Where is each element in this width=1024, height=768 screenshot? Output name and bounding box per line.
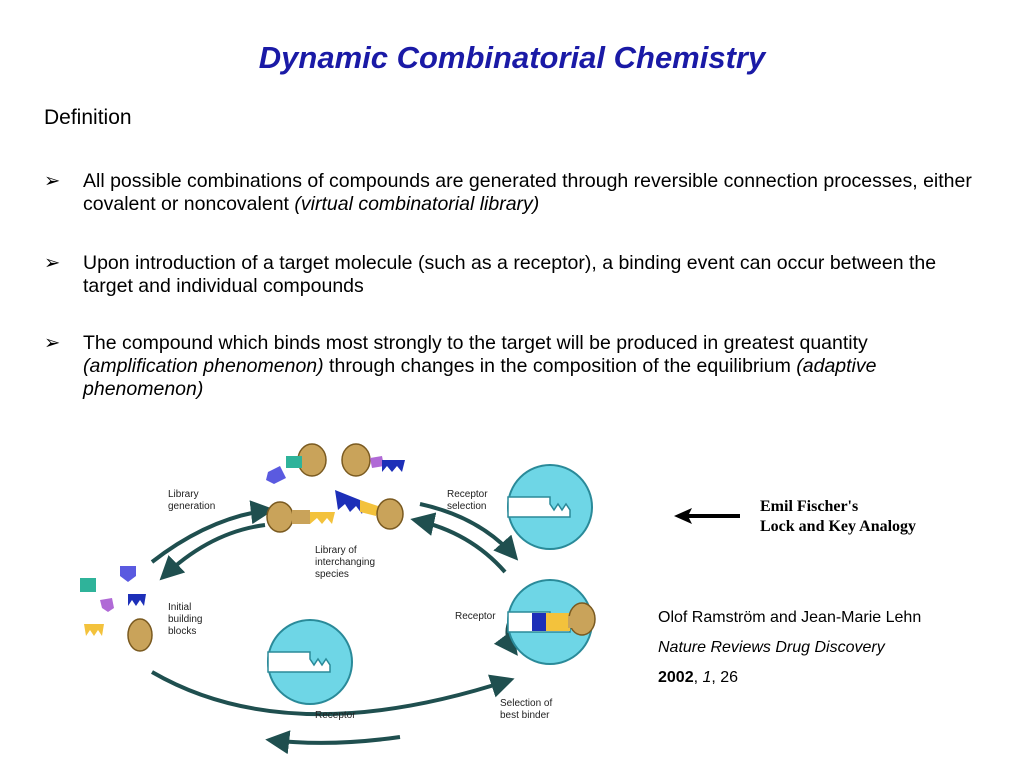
label-best-binder: best binder (500, 710, 550, 721)
label-receptor-selection: selection (447, 501, 486, 512)
arrow-bottom-right (150, 670, 515, 717)
citation-page: 26 (720, 669, 739, 686)
bullet-text-plain: The compound which binds most strongly t… (83, 332, 868, 354)
label-best-binder: Selection of (500, 698, 552, 709)
citation: Olof Ramström and Jean-Marie Lehn Nature… (658, 603, 921, 693)
bullet-arrow-icon: ➢ (44, 170, 61, 192)
bullet-text-italic: (amplification phenomenon) (83, 355, 324, 377)
label-receptor-right: Receptor (455, 611, 496, 622)
label-initial-blocks: building (168, 614, 202, 625)
arrow-left-up (150, 500, 275, 564)
arrow-right-down (419, 502, 519, 561)
arrow-right-up (410, 512, 507, 574)
bullet-arrow-icon: ➢ (44, 332, 61, 354)
citation-separator: , (711, 669, 721, 686)
receptor-with-key (507, 579, 596, 665)
bullet-text-italic: (adaptive phenomenon) (83, 355, 877, 400)
bullet-text-plain: through changes in the composition of th… (323, 355, 797, 377)
citation-journal: Nature Reviews Drug Discovery (658, 633, 921, 663)
label-receptor-bottom: Receptor (315, 710, 356, 721)
label-initial-blocks: blocks (168, 626, 196, 637)
citation-volume: 1 (702, 669, 712, 686)
citation-reference: 2002, 1, 26 (658, 663, 921, 693)
annotation-line: Lock and Key Analogy (760, 518, 917, 535)
dcl-cycle-diagram: Library generation Receptor selection Li… (80, 443, 596, 755)
annotation-line: Emil Fischer's (760, 498, 859, 515)
label-initial-blocks: Initial (168, 602, 191, 613)
slide-title: Dynamic Combinatorial Chemistry (258, 40, 766, 75)
section-heading: Definition (44, 106, 132, 129)
arrow-left-down (159, 523, 266, 581)
bullet-text-italic: (virtual combinatorial library) (294, 193, 540, 215)
label-library-species: species (315, 569, 349, 580)
citation-separator: , (693, 669, 703, 686)
library-keys (266, 443, 405, 533)
citation-journal-name: Nature Reviews Drug Discovery (658, 639, 885, 656)
arrow-bottom-left (265, 730, 401, 755)
receptor-bottom (267, 619, 353, 705)
label-library-generation: Library (168, 489, 199, 500)
left-arrow-icon (674, 508, 740, 524)
citation-year: 2002 (658, 669, 694, 686)
label-library-species: Library of (315, 545, 357, 556)
label-library-generation: generation (168, 501, 215, 512)
receptor-top (507, 464, 593, 550)
bullet-text: All possible combinations of compounds a… (83, 170, 988, 216)
label-library-species: interchanging (315, 557, 375, 568)
bullet-text: Upon introduction of a target molecule (… (83, 252, 937, 297)
lock-and-key-annotation: Emil Fischer's Lock and Key Analogy (760, 497, 916, 537)
bullet-text-plain: All possible combinations of compounds a… (83, 170, 972, 215)
citation-authors: Olof Ramström and Jean-Marie Lehn (658, 609, 922, 626)
bullet-text: The compound which binds most strongly t… (83, 332, 988, 401)
bullet-arrow-icon: ➢ (44, 252, 61, 274)
label-receptor-selection: Receptor (447, 489, 488, 500)
initial-blocks (80, 566, 153, 652)
